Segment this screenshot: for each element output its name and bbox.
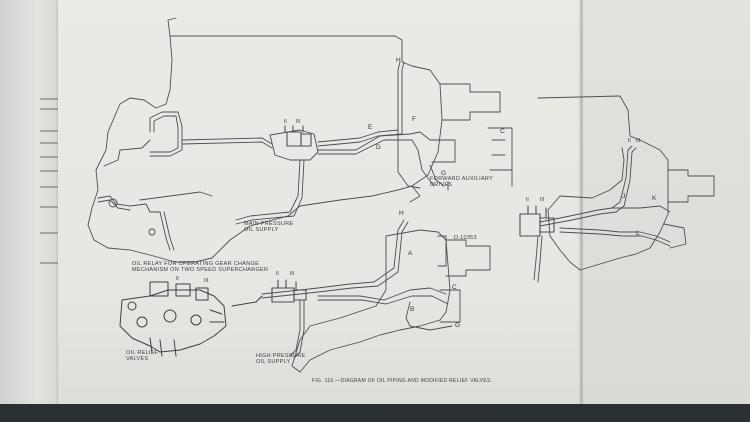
roman-lower-iii: III (290, 271, 295, 277)
letter-a: A (408, 250, 413, 257)
letter-l: L (636, 230, 640, 237)
oil-relay-label: OIL RELAY FOR OPERATING GEAR CHANGE MECH… (132, 261, 269, 274)
text-fragment (40, 142, 60, 144)
letter-f: F (412, 116, 416, 123)
foldout-sheet (578, 0, 750, 404)
letter-d: D (376, 144, 381, 151)
letter-j: J (622, 193, 626, 200)
high-pressure-label: HIGH PRESSURE OIL SUPPLY (256, 353, 306, 366)
upper-valve-body (284, 125, 312, 147)
roman-far-ii: II (628, 138, 631, 144)
letter-g-top: G (441, 170, 447, 177)
right-engine-outline (537, 95, 715, 271)
text-fragment (40, 232, 60, 234)
text-fragment (40, 98, 60, 100)
forward-aux-drives-label: FORWARD AUXILIARY DRIVES (430, 176, 494, 189)
right-valve-body (519, 205, 555, 237)
letter-e: E (368, 124, 373, 131)
roman-far-iii: III (636, 138, 641, 144)
letter-h-top: H (396, 57, 401, 64)
text-fragment (40, 170, 60, 172)
main-pressure-label: MAIN PRESSURE OIL SUPPLY (244, 221, 294, 234)
text-fragment (40, 156, 60, 158)
upper-oil-pipes (103, 61, 513, 225)
lower-oil-pipes (261, 219, 453, 359)
right-oil-pipes (533, 145, 671, 283)
text-fragment (40, 108, 60, 110)
roman-right-ii: II (526, 197, 529, 203)
oil-relief-valves-label: OIL RELIEF VALVES (126, 350, 159, 363)
oil-relief-valve-assembly (119, 281, 263, 357)
letter-h-mid: H (399, 210, 404, 217)
letter-c-top: C (500, 128, 505, 135)
upper-engine-outline (87, 17, 513, 263)
text-fragment (40, 186, 60, 188)
roman-relief-iii: III (204, 278, 209, 284)
left-fittings (97, 191, 213, 251)
drawing-number: D.10353 (454, 235, 477, 241)
roman-upper-iii: III (296, 119, 301, 125)
letter-k: K (652, 195, 657, 202)
lower-engine-outline (291, 229, 491, 373)
page-fold (580, 0, 583, 406)
roman-lower-ii: II (276, 271, 279, 277)
table-surface (0, 404, 750, 422)
text-fragment (40, 206, 60, 208)
text-fragment (40, 130, 60, 132)
left-page-edge (0, 0, 62, 422)
roman-relief-ii: II (176, 276, 179, 282)
figure-caption: FIG. 116.—DIAGRAM OF OIL PIPING AND MODI… (312, 378, 493, 384)
letter-c-mid: C (452, 284, 457, 291)
roman-right-iii: III (540, 197, 545, 203)
letter-b: B (410, 306, 415, 313)
letter-g-mid: G (455, 322, 461, 329)
roman-upper-ii: II (284, 119, 287, 125)
lower-valve-body (271, 279, 307, 303)
text-fragment (40, 262, 60, 264)
